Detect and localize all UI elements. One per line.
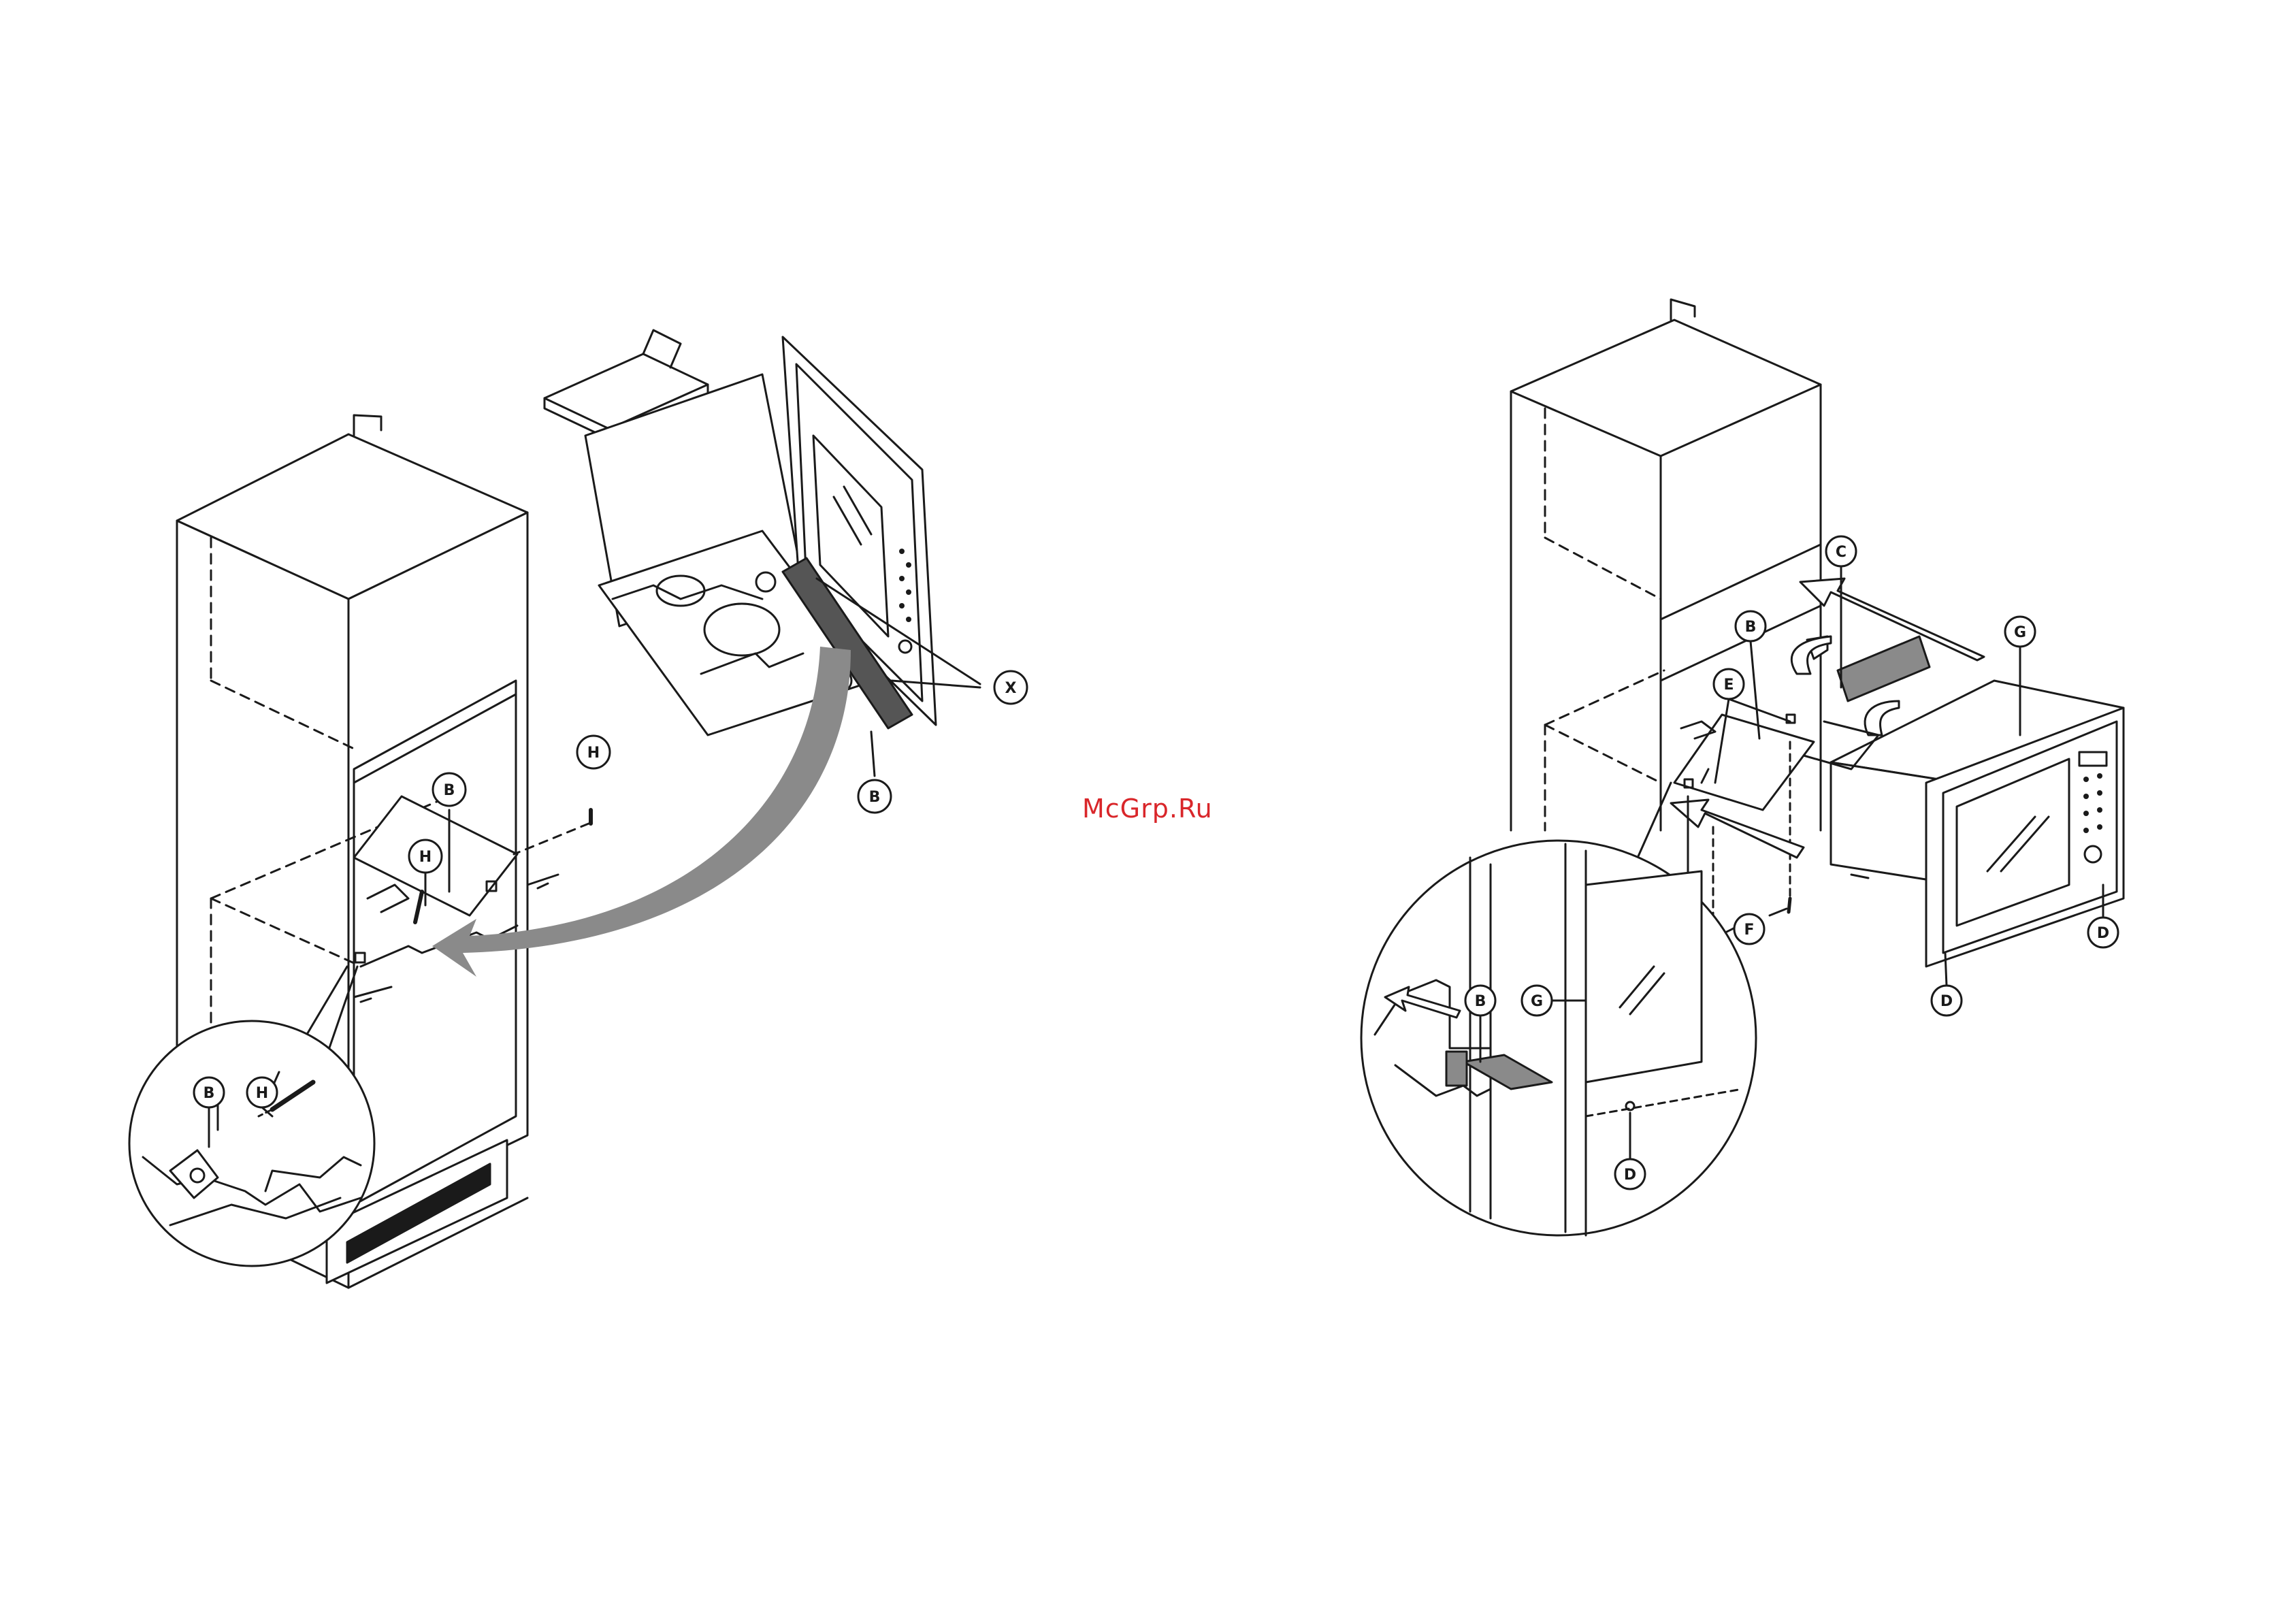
label-c: C: [1836, 544, 1847, 561]
label-h-top: H: [587, 745, 600, 762]
right-oven: [1804, 636, 2124, 967]
label-b-cab: B: [444, 782, 455, 799]
left-figure: [129, 330, 980, 1288]
label-b: B: [1745, 619, 1757, 636]
label-d1: D: [2097, 925, 2109, 942]
right-figure: [1361, 299, 2124, 1235]
label-g: G: [2014, 624, 2026, 641]
label-d-zoom: D: [1624, 1167, 1636, 1184]
label-e: E: [1723, 677, 1734, 694]
left-microwave-assembly: [544, 330, 936, 735]
label-x: X: [1005, 680, 1017, 697]
watermark-text: McGrp.Ru: [1082, 794, 1213, 824]
label-b-zoom-r: B: [1475, 993, 1486, 1010]
right-zoom-detail: [1361, 783, 1756, 1235]
label-h-cab: H: [419, 849, 432, 866]
label-b-zoom: B: [204, 1085, 215, 1102]
label-f: F: [1744, 922, 1754, 939]
label-h-zoom: H: [256, 1085, 268, 1102]
label-b-oven: B: [869, 789, 881, 806]
label-g-zoom: G: [1531, 993, 1543, 1010]
label-d2: D: [1940, 993, 1953, 1010]
